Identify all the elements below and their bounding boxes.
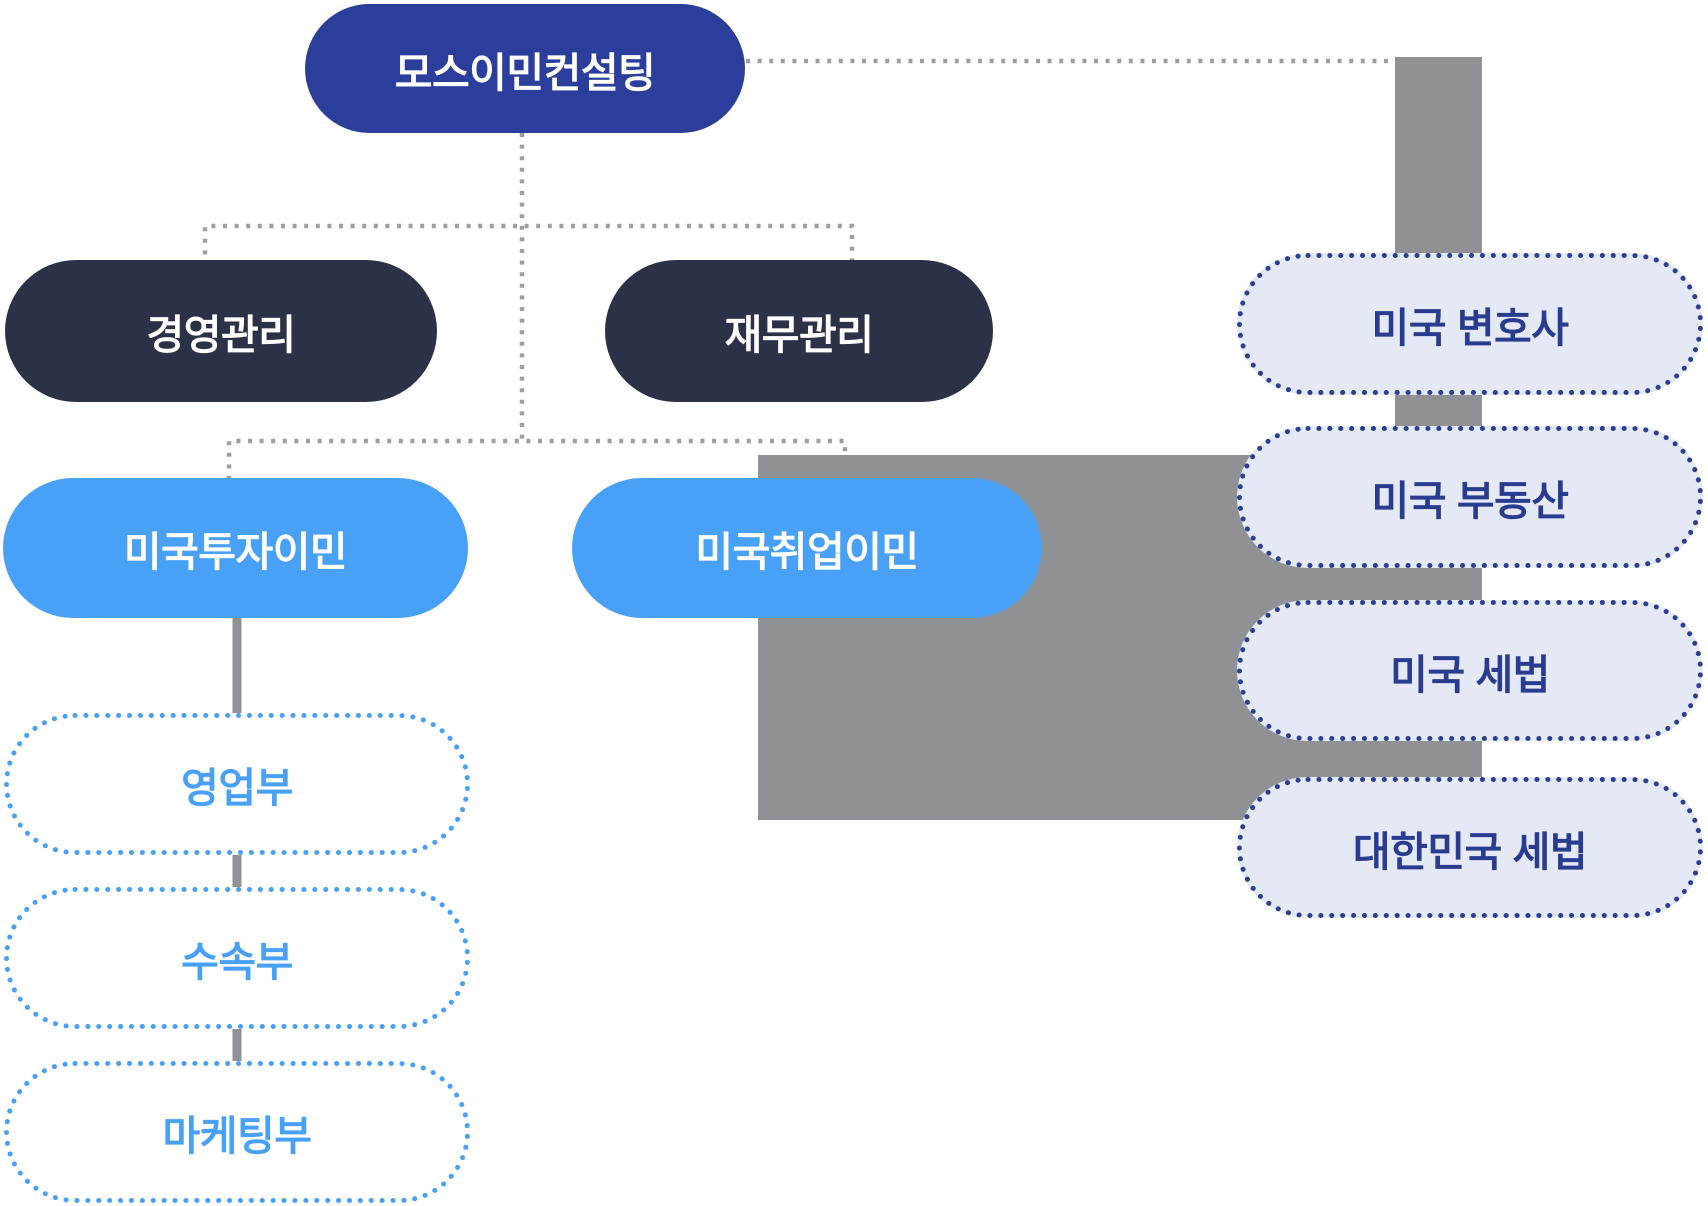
node-management-label: 경영관리 — [146, 312, 296, 358]
node-finance-label: 재무관리 — [724, 312, 874, 358]
node-us-tax-law-label: 미국 세법 — [1390, 651, 1550, 698]
node-investment-immigration-label: 미국투자이민 — [123, 529, 348, 575]
node-marketing-dept-label: 마케팅부 — [162, 1113, 312, 1159]
node-finance: 재무관리 — [605, 260, 993, 402]
node-sales-dept: 영업부 — [4, 713, 470, 855]
node-processing-dept: 수속부 — [4, 887, 470, 1029]
node-processing-dept-label: 수속부 — [181, 939, 293, 985]
node-employment-immigration-label: 미국취업이민 — [695, 529, 919, 575]
node-company-label: 모스이민컨설팅 — [394, 49, 656, 96]
node-employment-immigration: 미국취업이민 — [572, 478, 1042, 618]
node-marketing-dept: 마케팅부 — [4, 1061, 470, 1203]
node-management: 경영관리 — [5, 260, 437, 402]
node-us-lawyer-label: 미국 변호사 — [1371, 305, 1570, 351]
node-us-tax-law: 미국 세법 — [1237, 600, 1703, 741]
connector-level3 — [226, 438, 848, 480]
connector-level2 — [202, 223, 855, 266]
node-company: 모스이민컨설팅 — [305, 4, 745, 133]
node-us-lawyer: 미국 변호사 — [1237, 253, 1703, 395]
node-sales-dept-label: 영업부 — [181, 765, 293, 811]
node-investment-immigration: 미국투자이민 — [3, 478, 468, 618]
node-us-real-estate: 미국 부동산 — [1237, 426, 1703, 568]
node-us-real-estate-label: 미국 부동산 — [1371, 478, 1570, 524]
node-korea-tax-law: 대한민국 세법 — [1237, 777, 1703, 918]
node-korea-tax-law-label: 대한민국 세법 — [1352, 828, 1588, 875]
